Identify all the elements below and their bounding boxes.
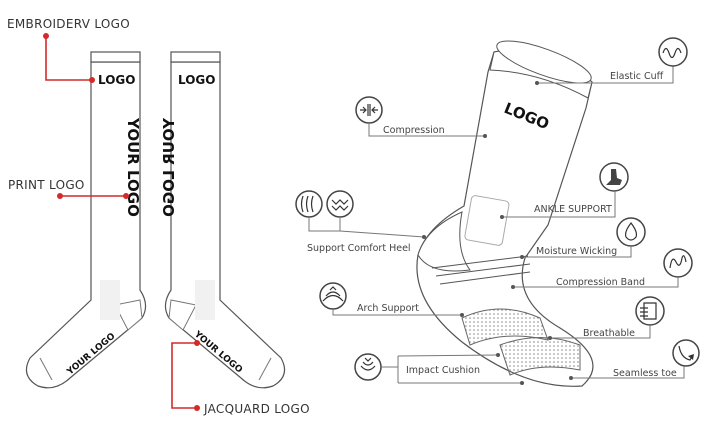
feature-compression-band: Compression Band [511, 248, 693, 289]
left-sock: LOGO YOUR LOGO YOUR LOGO [25, 51, 147, 389]
feature-moisture-wicking: Moisture Wicking [520, 217, 646, 259]
jacquard-callout: JACQUARD LOGO [171, 340, 310, 416]
feature-compression: Compression [355, 96, 487, 138]
feature-arch-support: Arch Support [319, 282, 464, 317]
embroidery-logo-label: EMBROIDERV LOGO [7, 17, 130, 31]
print-logo-label: PRINT LOGO [8, 178, 85, 192]
wave-icon [658, 37, 688, 67]
left-sock-print-logo: YOUR LOGO [124, 117, 142, 217]
elastic-cuff-label: Elastic Cuff [610, 71, 664, 82]
compression-band-label: Compression Band [556, 277, 645, 288]
layers-icon [295, 190, 323, 218]
support-heel-label: Support Comfort Heel [307, 243, 411, 254]
left-sock-cuff-logo: LOGO [98, 73, 135, 87]
feature-elastic-cuff: Elastic Cuff [535, 37, 688, 85]
feature-support-heel: Support Comfort Heel [295, 190, 426, 254]
moisture-wicking-label: Moisture Wicking [536, 246, 617, 257]
impact-cushion-label: Impact Cushion [406, 365, 480, 376]
compress-arrows-icon [355, 96, 383, 124]
airflow-icon [635, 296, 665, 326]
feature-ankle-support: ANKLE SUPPORT [500, 162, 629, 219]
breathable-label: Breathable [583, 328, 635, 339]
feature-breathable: Breathable [548, 296, 665, 340]
jacquard-logo-label: JACQUARD LOGO [203, 402, 310, 416]
feature-impact-cushion: Impact Cushion [354, 353, 524, 385]
compression-label: Compression [383, 125, 445, 136]
embroidery-callout: EMBROIDERV LOGO [7, 17, 130, 83]
arch-support-label: Arch Support [357, 303, 419, 314]
right-sock-print-logo: YOUR LOGO [160, 117, 178, 217]
cushion-icon [354, 353, 382, 381]
spring-icon [663, 248, 693, 278]
ankle-support-label: ANKLE SUPPORT [534, 204, 612, 215]
seamless-toe-label: Seamless toe [613, 368, 677, 379]
right-sock: LOGO YOUR LOGO YOUR LOGO [160, 51, 286, 389]
knit-icon [326, 190, 354, 218]
toe-icon [672, 339, 700, 367]
feature-sock: LOGO [416, 40, 594, 387]
feature-seamless-toe: Seamless toe [569, 339, 700, 380]
right-sock-cuff-logo: LOGO [178, 73, 215, 87]
print-callout: PRINT LOGO [8, 178, 129, 199]
